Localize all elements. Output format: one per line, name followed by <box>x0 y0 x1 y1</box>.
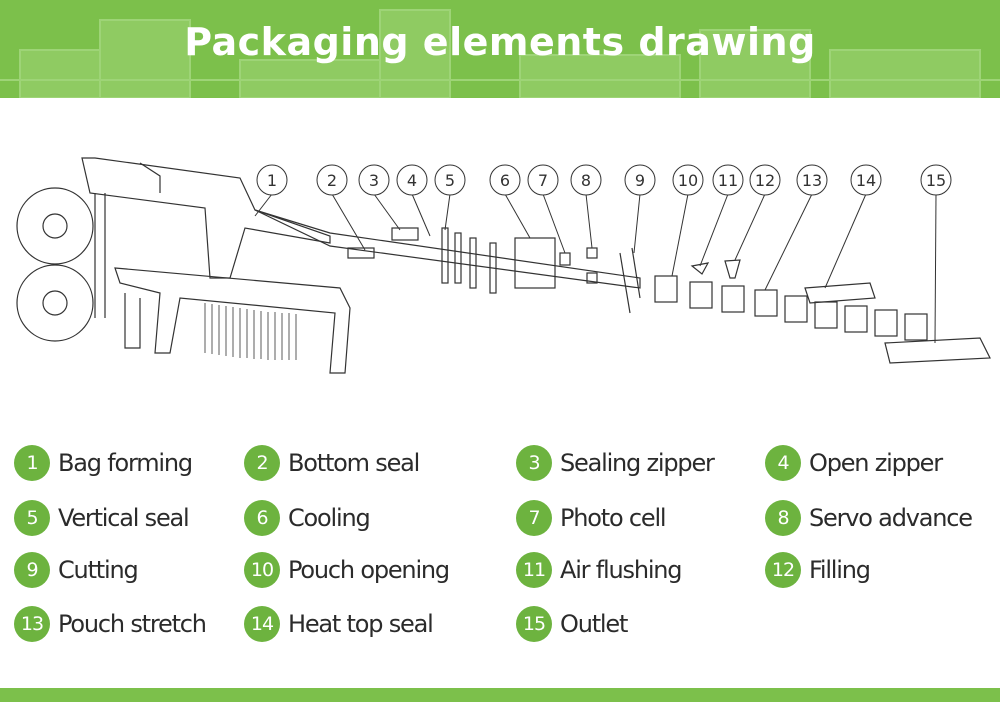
legend-number-badge: 9 <box>14 552 50 588</box>
legend-item: 8 Servo advance <box>765 500 973 536</box>
callout-10: 10 <box>672 164 704 196</box>
legend-number-badge: 7 <box>516 500 552 536</box>
legend-label: Open zipper <box>809 449 943 477</box>
legend-number-badge: 15 <box>516 606 552 642</box>
legend-label: Sealing zipper <box>560 449 715 477</box>
legend-item: 2 Bottom seal <box>244 445 420 481</box>
legend-number-badge: 1 <box>14 445 50 481</box>
callout-label: 7 <box>538 171 548 190</box>
pouches <box>654 275 928 341</box>
legend-item: 5 Vertical seal <box>14 500 190 536</box>
callout-1: 1 <box>256 164 288 196</box>
air-nozzle <box>690 262 710 275</box>
callout-5: 5 <box>434 164 466 196</box>
callout-label: 2 <box>327 171 337 190</box>
film-web <box>254 209 641 289</box>
legend-number-badge: 2 <box>244 445 280 481</box>
footer-bar <box>0 688 1000 702</box>
cooling-plate <box>514 237 556 289</box>
legend-item: 3 Sealing zipper <box>516 445 715 481</box>
legend-number-badge: 4 <box>765 445 801 481</box>
legend-label: Vertical seal <box>58 504 190 532</box>
zipper-seal-part <box>391 227 419 241</box>
legend-item: 9 Cutting <box>14 552 139 588</box>
bottom-seal-part <box>347 247 375 259</box>
legend-item: 7 Photo cell <box>516 500 667 536</box>
vertical-seal-bars <box>441 227 497 294</box>
legend-label: Servo advance <box>809 504 973 532</box>
legend-label: Bottom seal <box>288 449 420 477</box>
legend-item: 6 Cooling <box>244 500 371 536</box>
legend-label: Heat top seal <box>288 610 434 638</box>
collection-bin <box>114 267 351 374</box>
legend-item: 11 Air flushing <box>516 552 683 588</box>
header-banner: Packaging elements drawing <box>0 0 1000 98</box>
legend-number-badge: 10 <box>244 552 280 588</box>
legend-number-badge: 6 <box>244 500 280 536</box>
film-roll-bottom <box>16 264 94 342</box>
callout-13: 13 <box>796 164 828 196</box>
legend-number-badge: 3 <box>516 445 552 481</box>
legend-number-badge: 5 <box>14 500 50 536</box>
callout-label: 6 <box>500 171 510 190</box>
legend-number-badge: 11 <box>516 552 552 588</box>
callout-14: 14 <box>850 164 882 196</box>
legend-label: Outlet <box>560 610 628 638</box>
callout-6: 6 <box>489 164 521 196</box>
legend-label: Pouch opening <box>288 556 450 584</box>
machine-background-graphic <box>0 9 1000 98</box>
callout-3: 3 <box>358 164 390 196</box>
legend-number-badge: 13 <box>14 606 50 642</box>
legend-number-badge: 8 <box>765 500 801 536</box>
callout-label: 4 <box>407 171 417 190</box>
outlet-chute <box>884 337 991 364</box>
legend-label: Pouch stretch <box>58 610 207 638</box>
callout-8: 8 <box>570 164 602 196</box>
legend-item: 14 Heat top seal <box>244 606 434 642</box>
legend-number-badge: 14 <box>244 606 280 642</box>
filling-funnel <box>724 259 741 279</box>
legend-number-badge: 12 <box>765 552 801 588</box>
callout-label: 1 <box>267 171 277 190</box>
callout-12: 12 <box>749 164 781 196</box>
callout-label: 12 <box>755 171 775 190</box>
film-roll-top <box>16 187 94 265</box>
heat-seal-bar <box>804 282 876 304</box>
callout-7: 7 <box>527 164 559 196</box>
callout-label: 8 <box>581 171 591 190</box>
legend-label: Photo cell <box>560 504 667 532</box>
callout-9: 9 <box>624 164 656 196</box>
legend-item: 15 Outlet <box>516 606 628 642</box>
callout-label: 3 <box>369 171 379 190</box>
legend-label: Bag forming <box>58 449 193 477</box>
legend-label: Cutting <box>58 556 139 584</box>
legend-item: 12 Filling <box>765 552 871 588</box>
callout-label: 13 <box>802 171 822 190</box>
callout-label: 11 <box>718 171 738 190</box>
callout-15: 15 <box>920 164 952 196</box>
legend-label: Cooling <box>288 504 371 532</box>
callout-label: 15 <box>926 171 946 190</box>
callout-2: 2 <box>316 164 348 196</box>
bag-forming-frame <box>81 157 331 279</box>
legend-label: Air flushing <box>560 556 683 584</box>
legend-item: 10 Pouch opening <box>244 552 450 588</box>
legend-item: 4 Open zipper <box>765 445 943 481</box>
legend-item: 13 Pouch stretch <box>14 606 207 642</box>
callout-label: 14 <box>856 171 876 190</box>
callout-label: 5 <box>445 171 455 190</box>
photo-cell-part <box>559 252 571 266</box>
callout-label: 10 <box>678 171 698 190</box>
page-title: Packaging elements drawing <box>184 20 816 64</box>
callout-label: 9 <box>635 171 645 190</box>
callout-11: 11 <box>712 164 744 196</box>
legend-label: Filling <box>809 556 871 584</box>
servo-rollers <box>586 247 598 284</box>
cutting-blade <box>619 247 641 314</box>
callout-4: 4 <box>396 164 428 196</box>
legend-item: 1 Bag forming <box>14 445 193 481</box>
